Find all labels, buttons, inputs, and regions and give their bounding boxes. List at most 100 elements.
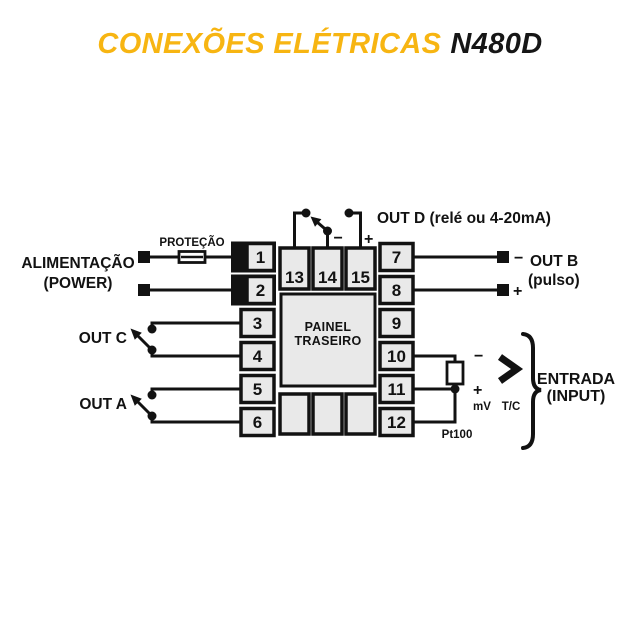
terminal-8-number: 8: [392, 281, 401, 300]
top-terminals: 13 14 15: [278, 246, 377, 291]
terminal-9: 9: [378, 307, 415, 339]
terminal-3-box: [239, 307, 276, 339]
out-b-label: OUT B: [530, 253, 578, 270]
input-minus-sign: −: [474, 348, 483, 365]
terminal-11-number: 11: [388, 380, 406, 399]
rear-panel-label-1: PAINEL: [305, 320, 352, 334]
terminal-10: 10: [378, 340, 415, 372]
switch-contact-dot: [344, 208, 354, 218]
terminal-10-box: [378, 340, 415, 372]
out-b-minus-sign: −: [514, 250, 523, 267]
terminal-2: 2: [231, 274, 276, 306]
power-sublabel: (POWER): [44, 275, 113, 292]
terminal-6: 6: [239, 406, 276, 438]
mv-label: mV: [473, 401, 491, 413]
terminal-12: 12: [378, 406, 415, 438]
power-terminal-end-1: [138, 251, 150, 263]
spare-slots: [278, 392, 377, 436]
switch-arrowhead: [310, 216, 322, 227]
labels: ALIMENTAÇÃO (POWER) PROTEÇÃO OUT C OUT A…: [21, 210, 615, 441]
terminal-15-number: 15: [351, 268, 370, 287]
terminal-6-number: 6: [253, 413, 262, 432]
terminal-4-box: [239, 340, 276, 372]
terminal-4-number: 4: [253, 347, 263, 366]
power-label: ALIMENTAÇÃO: [21, 254, 134, 272]
spare-slot: [344, 392, 377, 436]
right-terminals: 7 8 9 10 11 12: [378, 241, 415, 438]
thermocouple-icon: [497, 354, 524, 384]
terminal-8-box: [378, 274, 415, 306]
out-a-label: OUT A: [79, 396, 127, 413]
rear-panel: PAINEL TRASEIRO: [279, 292, 377, 388]
terminal-15-box: [344, 246, 377, 291]
terminal-3: 3: [239, 307, 276, 339]
wire-terminal-12: [413, 389, 457, 424]
terminal-15: 15: [344, 246, 377, 291]
terminal-14: 14: [311, 246, 344, 291]
protection-label: PROTEÇÃO: [159, 236, 224, 249]
terminal-7-box: [378, 241, 415, 273]
terminal-5: 5: [239, 373, 276, 405]
terminal-12-box: [378, 406, 415, 438]
tc-label: T/C: [502, 401, 521, 413]
wire-terminal-5: [150, 387, 241, 395]
terminal-7: 7: [378, 241, 415, 273]
terminal-9-box: [378, 307, 415, 339]
terminal-3-number: 3: [253, 314, 262, 333]
switch-arrowhead: [130, 394, 142, 406]
terminal-13-number: 13: [285, 268, 304, 287]
terminal-1-number: 1: [256, 248, 265, 267]
out-d-label: OUT D (relé ou 4-20mA): [377, 210, 551, 227]
switch-contact-dot: [147, 390, 157, 400]
out-b-plus-sign: +: [513, 283, 522, 300]
rear-panel-label-2: TRASEIRO: [295, 334, 362, 348]
terminal-13: 13: [278, 246, 311, 291]
terminal-10-number: 10: [387, 347, 406, 366]
out-b-terminal-end-plus: [497, 284, 509, 296]
terminal-12-number: 12: [387, 413, 406, 432]
out-d-minus-sign: −: [334, 230, 343, 247]
input-plus-sign: +: [473, 382, 482, 399]
left-terminals: 1 2 3 4 5 6: [231, 241, 276, 438]
out-b-terminal-end-minus: [497, 251, 509, 263]
wire-terminal-4: [150, 350, 241, 358]
terminal-14-box: [311, 246, 344, 291]
pt100-resistor-symbol: [445, 360, 465, 386]
terminal-1: 1: [231, 241, 276, 273]
spare-slot: [311, 392, 344, 436]
terminal-8: 8: [378, 274, 415, 306]
switch-lever-out-c: [135, 333, 154, 352]
out-c-label: OUT C: [79, 330, 127, 347]
title-main: CONEXÕES ELÉTRICAS: [97, 28, 442, 60]
terminal-5-box: [239, 373, 276, 405]
terminal-9-number: 9: [392, 314, 401, 333]
terminal-5-number: 5: [253, 380, 262, 399]
terminal-4: 4: [239, 340, 276, 372]
switch-arrowhead: [130, 328, 142, 340]
wire-terminal-15: [349, 211, 362, 249]
switch-lever-out-a: [135, 399, 154, 418]
terminal-6-box: [239, 406, 276, 438]
power-terminal-end-2: [138, 284, 150, 296]
terminal-2-box: [245, 274, 276, 306]
wire-terminal-6: [150, 416, 241, 424]
terminal-11: 11: [378, 373, 415, 405]
terminal-1-box: [245, 241, 276, 273]
out-d-plus-sign: +: [364, 231, 373, 248]
terminal-7-number: 7: [392, 248, 401, 267]
rear-panel-box: [279, 292, 377, 388]
title-model: N480D: [450, 28, 543, 60]
terminal-2-number: 2: [256, 281, 265, 300]
input-sublabel: (INPUT): [547, 388, 606, 405]
terminal-11-box: [378, 373, 415, 405]
out-b-sublabel: (pulso): [528, 272, 580, 289]
input-brace: [521, 332, 542, 450]
wire-terminal-13: [293, 211, 304, 249]
switch-contact-dot: [301, 208, 311, 218]
input-label: ENTRADA: [537, 371, 616, 388]
wiring: [130, 208, 542, 450]
terminal-14-number: 14: [318, 268, 337, 287]
pt100-label: Pt100: [442, 429, 473, 441]
